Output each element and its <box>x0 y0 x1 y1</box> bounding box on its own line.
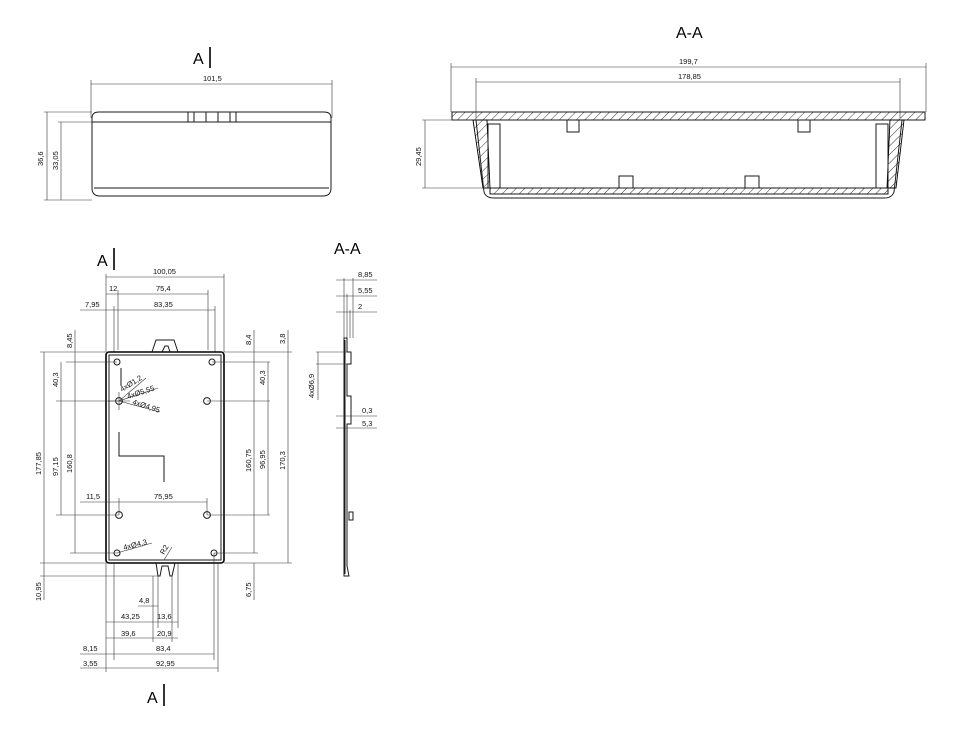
dim-front-width: 101,5 <box>203 74 222 83</box>
dim-plan-top-75-4: 75,4 <box>156 284 171 293</box>
dim-plan-bot-3-55: 3,55 <box>83 659 98 668</box>
dim-plan-top-overall: 100,05 <box>153 267 176 276</box>
dim-plan-right-96-95: 96,95 <box>258 450 267 469</box>
section-marker-a-plan-bottom: A <box>147 690 158 707</box>
dim-plan-right-160-75: 160,75 <box>244 449 253 472</box>
dim-section-inner: 178,85 <box>678 72 701 81</box>
label-hole-4-3: 4xØ4,3 <box>122 537 148 552</box>
dim-plan-right-6-75: 6,75 <box>244 582 253 597</box>
section-title-side: A-A <box>334 241 361 258</box>
label-radius: R2 <box>158 543 171 556</box>
dim-plan-right-3-8: 3,8 <box>278 334 287 344</box>
dim-plan-top-12: 12 <box>109 284 117 293</box>
dim-plan-bot-83-4: 83,4 <box>156 644 171 653</box>
dim-side-hole: 4xØ6,9 <box>307 374 316 398</box>
dim-plan-left-177-85: 177,85 <box>34 452 43 475</box>
dim-section-overall: 199,7 <box>679 57 698 66</box>
dim-plan-right-170-3: 170,3 <box>278 451 287 470</box>
dim-plan-bot-43-25: 43,25 <box>121 612 140 621</box>
plan-view: A A 100,05 12 75,4 7,95 83,35 <box>34 248 292 707</box>
dim-front-height-total: 36,6 <box>36 151 45 166</box>
front-view: A 101,5 36,6 33,05 <box>36 47 333 201</box>
section-marker-a-plan-top: A <box>97 253 108 270</box>
dim-plan-top-83-35: 83,35 <box>154 300 173 309</box>
dim-side-5-55: 5,55 <box>358 286 373 295</box>
dim-plan-right-8-4: 8,4 <box>244 335 253 345</box>
dim-section-height: 29,45 <box>414 147 423 166</box>
dim-side-0-3: 0,3 <box>362 406 372 415</box>
dim-plan-bot-4-8: 4,8 <box>139 596 149 605</box>
dim-side-2: 2 <box>358 302 362 311</box>
dim-plan-mid-11-5: 11,5 <box>86 492 100 501</box>
dim-side-8-85: 8,85 <box>358 270 373 279</box>
dim-plan-bot-8-15: 8,15 <box>83 644 98 653</box>
dim-plan-right-40-3: 40,3 <box>258 370 267 385</box>
dim-plan-left-8-45: 8,45 <box>65 333 74 348</box>
dim-plan-bot-92-95: 92,95 <box>156 659 175 668</box>
section-view: A-A 199,7 178,85 29,45 <box>414 25 927 199</box>
dim-plan-bot-13-6: 13,6 <box>157 612 172 621</box>
dim-plan-left-97-15: 97,15 <box>51 457 60 476</box>
dim-plan-mid-75-95: 75,95 <box>154 492 173 501</box>
dim-plan-top-7-95: 7,95 <box>85 300 100 309</box>
section-title-top: A-A <box>676 25 703 42</box>
dim-side-5-3: 5,3 <box>362 419 372 428</box>
side-view: A-A 8,85 5,55 2 4xØ6,9 0,3 5,3 <box>307 241 377 577</box>
dim-plan-left-10-95: 10,95 <box>34 582 43 601</box>
label-hole-4-95: 4xØ4,95 <box>131 397 161 414</box>
dim-plan-bot-39-6: 39,6 <box>121 629 136 638</box>
dim-plan-left-40-3: 40,3 <box>51 372 60 387</box>
dim-plan-left-160-8: 160,8 <box>65 454 74 473</box>
dim-plan-bot-20-9: 20,9 <box>157 629 172 638</box>
section-marker-a-top: A <box>193 51 204 68</box>
dim-front-height-inner: 33,05 <box>51 151 60 170</box>
